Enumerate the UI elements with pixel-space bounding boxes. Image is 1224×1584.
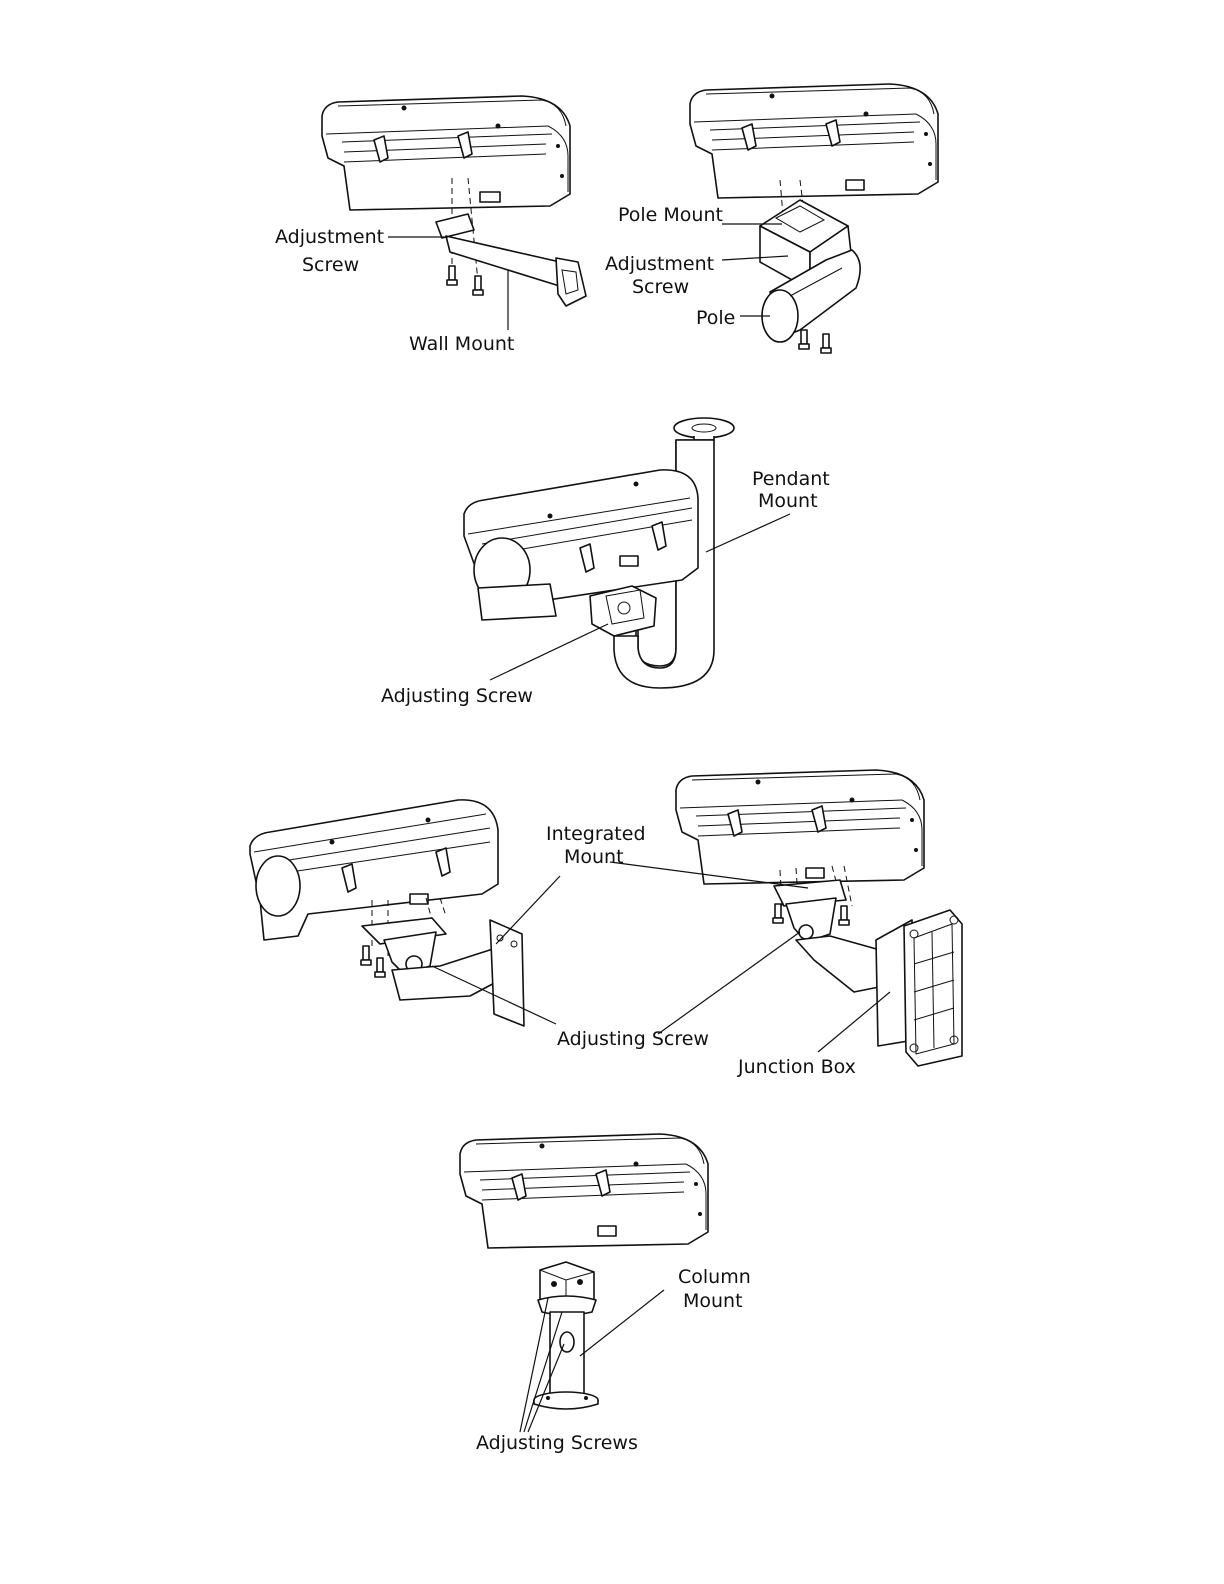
camera-connector <box>598 1226 616 1236</box>
camera-connector <box>846 180 864 190</box>
camera-housing <box>460 1134 708 1248</box>
adjustment-label: Adjustment <box>275 226 384 248</box>
camera-housing <box>322 96 570 210</box>
integrated-mount-bracket <box>774 880 884 992</box>
pendant-mount-diagram: Pendant Mount Adjusting Screw <box>381 418 830 707</box>
adjustment-screw <box>473 276 483 295</box>
camera-housing <box>690 84 938 198</box>
integrated-label-line2: Mount <box>564 846 624 868</box>
camera-housing <box>676 770 924 884</box>
column-label-line1: Column <box>678 1266 751 1288</box>
integrated-mount-bracket <box>362 918 524 1026</box>
adjusting-screw <box>839 906 849 925</box>
junction-box <box>876 910 962 1066</box>
integrated-label-line1: Integrated <box>546 823 646 845</box>
adjustment-screw <box>799 330 809 349</box>
adjustment-screw <box>447 266 457 285</box>
screw-label: Screw <box>302 254 359 276</box>
adjusting-screw <box>773 904 783 923</box>
adjusting-screw-label: Adjusting Screw <box>381 685 533 707</box>
camera-connector <box>806 868 824 878</box>
adjustment-screw <box>821 334 831 353</box>
wall-mount-bracket <box>436 214 586 306</box>
camera-connector <box>620 556 638 566</box>
adjusting-screw <box>361 946 371 965</box>
adjusting-screw-label: Adjusting Screw <box>557 1028 709 1050</box>
column-mount-diagram: Column Mount Adjusting Screws <box>460 1134 751 1454</box>
wall-mount-label: Wall Mount <box>409 333 514 355</box>
integrated-mount-diagram: Integrated Mount Adjusting Screw Junctio… <box>250 770 962 1078</box>
pole-mount-label: Pole Mount <box>618 204 723 226</box>
camera-housing <box>250 800 498 940</box>
wall-mount-diagram: Adjustment Screw Wall Mount <box>275 96 586 355</box>
column-label-line2: Mount <box>683 1290 743 1312</box>
adjusting-screw <box>375 958 385 977</box>
pole-label: Pole <box>696 307 735 329</box>
camera-connector <box>480 192 500 202</box>
pendant-label-line1: Pendant <box>752 468 830 490</box>
adjustment-label: Adjustment <box>605 253 714 275</box>
adjusting-screws-label: Adjusting Screws <box>476 1432 638 1454</box>
camera-connector <box>410 894 428 904</box>
junction-box-label: Junction Box <box>737 1056 856 1078</box>
pole-mount-diagram: Pole Mount Adjustment Screw Pole <box>605 84 938 353</box>
pendant-label-line2: Mount <box>758 490 818 512</box>
column-mount <box>534 1262 598 1409</box>
screw-label: Screw <box>632 276 689 298</box>
camera-housing <box>464 470 698 620</box>
